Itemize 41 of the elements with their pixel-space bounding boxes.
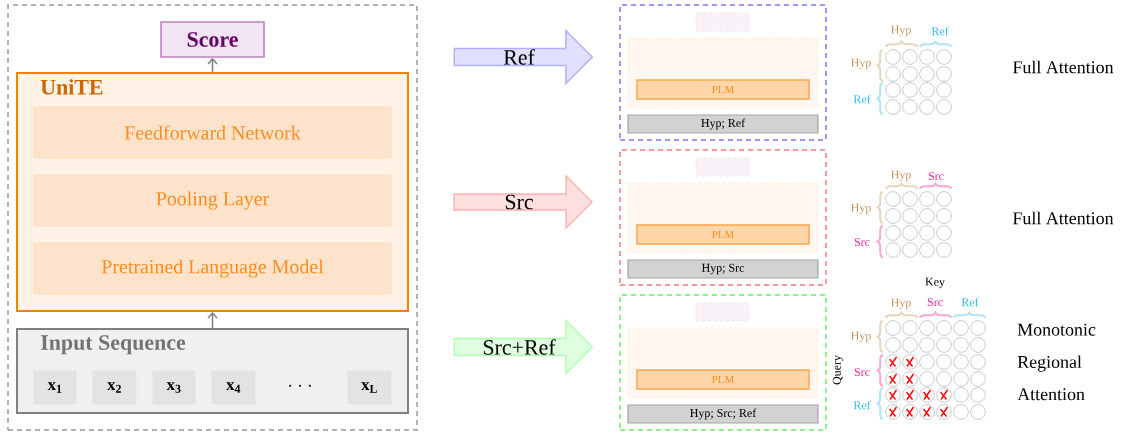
input-box: Hyp; Src; Ref	[627, 404, 819, 424]
dashed-frame	[619, 4, 827, 141]
layer-box: Feedforward Network	[33, 106, 392, 159]
column-label: Ref	[931, 26, 949, 36]
row-label: Ref	[853, 94, 871, 104]
caption: Full Attention	[1012, 211, 1114, 225]
layer-box: Pooling Layer	[33, 174, 392, 227]
layer-box: Pretrained Language Model	[33, 242, 392, 295]
column-label: Hyp	[891, 170, 911, 182]
caption: Full Attention	[1012, 60, 1114, 74]
dashed-frame	[619, 294, 827, 431]
caption: Monotonic Regional Attention	[1017, 323, 1096, 401]
column-label: Hyp	[891, 298, 911, 310]
dashed-frame	[7, 4, 418, 431]
axis-label: Query	[832, 355, 844, 385]
token-box: x$_{L}$	[347, 370, 392, 405]
input-box: Hyp; Ref	[627, 114, 819, 134]
row-label: Ref	[853, 400, 871, 410]
row-label: Src	[854, 367, 870, 376]
arrow	[207, 57, 218, 73]
row-label: Src	[854, 237, 870, 246]
axis-label: Key	[925, 277, 945, 289]
score-box: Score	[160, 21, 265, 58]
ellipsis: · · ·	[289, 384, 311, 387]
row-label: Hyp	[851, 203, 871, 215]
row-label: Hyp	[851, 331, 871, 343]
column-label: Src	[928, 171, 944, 180]
input-box: Hyp; Src	[627, 259, 819, 279]
arrow	[207, 312, 218, 329]
column-label: Ref	[961, 297, 979, 307]
dashed-frame	[619, 149, 827, 286]
token-box: x$_{3}$	[152, 370, 196, 405]
token-box: x$_{4}$	[211, 370, 256, 405]
token-box: x$_{2}$	[92, 370, 137, 405]
column-label: Hyp	[891, 25, 911, 37]
column-label: Src	[927, 297, 943, 306]
plm-box: PLM	[636, 224, 810, 245]
token-box: x$_{1}$	[33, 370, 77, 405]
plm-box: PLM	[636, 369, 810, 390]
row-label: Hyp	[851, 58, 871, 70]
plm-box: PLM	[636, 79, 810, 100]
